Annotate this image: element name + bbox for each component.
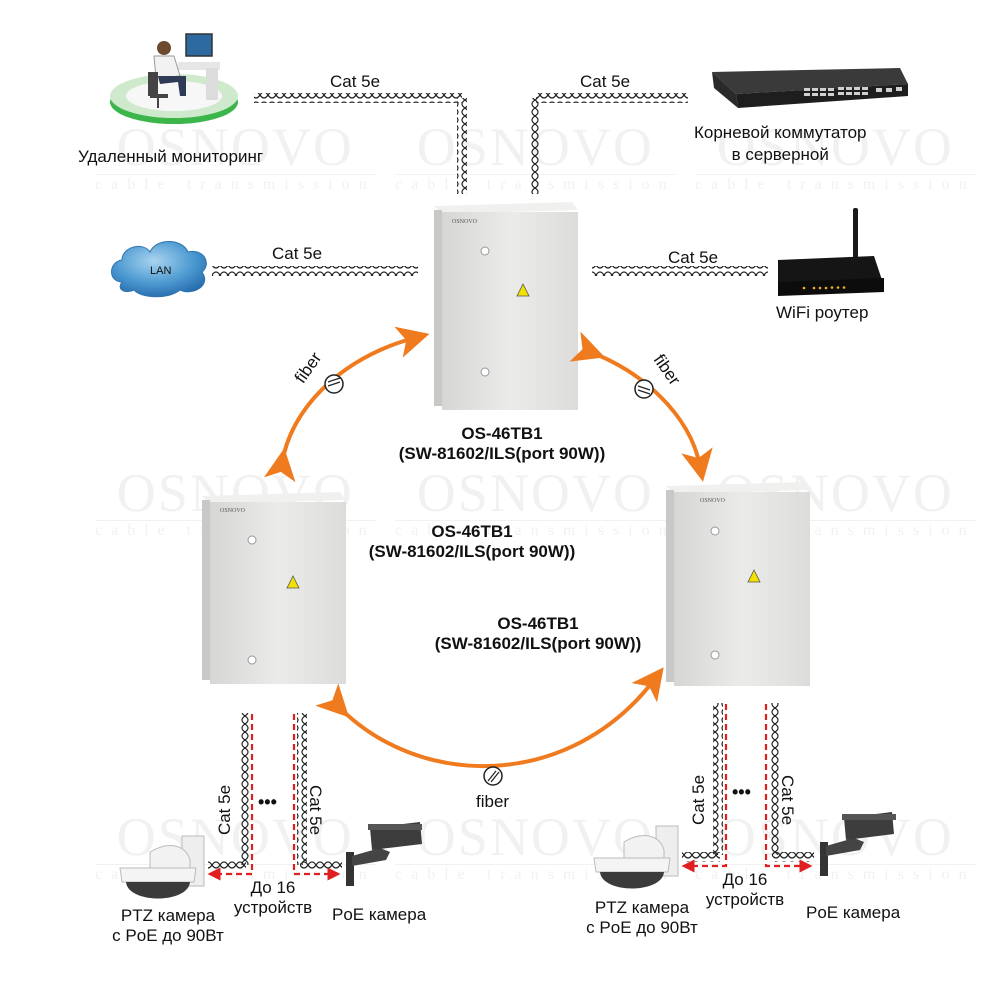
poe-camera-icon bbox=[820, 812, 896, 876]
cat5e-cable bbox=[297, 713, 307, 865]
ptz-camera-line2: с PoE до 90Вт bbox=[586, 918, 698, 937]
distance-arrow bbox=[292, 714, 341, 881]
ptz-camera-label: PTZ камера с PoE до 90Вт bbox=[582, 898, 702, 938]
poe-camera-label: PoE камера bbox=[806, 903, 901, 922]
cabinet-right bbox=[666, 482, 810, 686]
cabinet-model: OS-46TB1 bbox=[431, 522, 513, 541]
cat5e-label: Cat 5e bbox=[580, 72, 631, 91]
cat5e-cable bbox=[212, 266, 418, 276]
cat5e-cable bbox=[772, 852, 814, 862]
cabinet-main-label: OS-46TB1 (SW-81602/ILS(port 90W)) bbox=[382, 424, 622, 464]
distance-arrow bbox=[207, 714, 254, 881]
device-count-label: До 16 устройств bbox=[228, 878, 318, 918]
more-devices-ellipsis: ••• bbox=[732, 782, 751, 802]
cabinet-left bbox=[202, 492, 346, 684]
cat5e-label: Cat 5e bbox=[689, 774, 709, 826]
fiber-link-bottom bbox=[315, 667, 664, 769]
cabinet-brand: OSNOVO bbox=[452, 219, 478, 225]
device-count-line1: До 16 bbox=[722, 870, 768, 889]
cat5e-label: Cat 5e bbox=[778, 774, 798, 826]
ptz-camera-icon bbox=[119, 835, 205, 899]
distance-arrow bbox=[681, 704, 728, 873]
fiber-connector-icon bbox=[483, 766, 503, 786]
cabinet-switch: (SW-81602/ILS(port 90W)) bbox=[398, 444, 606, 463]
root-switch-label-line1: Корневой коммутатор bbox=[694, 123, 867, 142]
cabinet-left-label: OS-46TB1 (SW-81602/ILS(port 90W)) bbox=[352, 522, 592, 562]
cat5e-label: Cat 5e bbox=[215, 784, 235, 836]
cat5e-cable bbox=[592, 266, 768, 276]
cat5e-cable bbox=[682, 852, 720, 862]
cat5e-cable bbox=[300, 860, 342, 870]
ptz-camera-label: PTZ камера с PoE до 90Вт bbox=[108, 906, 228, 946]
ptz-camera-line1: PTZ камера bbox=[594, 898, 690, 917]
device-count-line1: До 16 bbox=[250, 878, 296, 897]
remote-monitoring-label: Удаленный мониторинг bbox=[78, 147, 264, 166]
cabinet-brand: OSNOVO bbox=[700, 498, 726, 504]
remote-monitoring-icon bbox=[110, 33, 238, 124]
cabinet-brand: OSNOVO bbox=[220, 508, 246, 514]
poe-camera-label: PoE камера bbox=[332, 905, 427, 924]
ptz-camera-line1: PTZ камера bbox=[120, 906, 216, 925]
device-count-label: До 16 устройств bbox=[700, 870, 790, 910]
cat5e-cable bbox=[769, 703, 779, 855]
wifi-router-label: WiFi роутер bbox=[776, 303, 869, 322]
root-switch-label: Корневой коммутатор в серверной bbox=[694, 122, 867, 166]
ptz-camera-icon bbox=[593, 825, 679, 889]
cabinet-model: OS-46TB1 bbox=[497, 614, 579, 633]
cabinet-model: OS-46TB1 bbox=[461, 424, 543, 443]
poe-camera-icon bbox=[346, 822, 422, 886]
root-switch-icon bbox=[712, 68, 908, 108]
device-count-line2: устройств bbox=[233, 898, 313, 917]
cat5e-label: Cat 5e bbox=[668, 248, 719, 267]
fiber-link-right bbox=[569, 331, 713, 482]
lan-cloud-icon bbox=[111, 241, 207, 298]
fiber-label: fiber bbox=[476, 792, 510, 811]
wifi-router-icon bbox=[778, 208, 884, 296]
cat5e-cable bbox=[239, 713, 249, 865]
distance-arrow bbox=[764, 704, 813, 873]
cat5e-label: Cat 5e bbox=[306, 784, 326, 836]
cabinet-switch: (SW-81602/ILS(port 90W)) bbox=[434, 634, 642, 653]
fiber-connector-icon bbox=[634, 379, 654, 399]
fiber-connector-icon bbox=[324, 374, 344, 394]
cat5e-cable bbox=[536, 93, 688, 103]
cat5e-label: Cat 5e bbox=[330, 72, 381, 91]
cat5e-cable bbox=[531, 98, 541, 194]
cat5e-cable bbox=[208, 860, 246, 870]
cabinet-main bbox=[434, 202, 578, 410]
root-switch-label-line2: в серверной bbox=[731, 145, 829, 164]
cabinet-switch: (SW-81602/ILS(port 90W)) bbox=[368, 542, 576, 561]
fiber-link-left bbox=[263, 326, 430, 483]
cat5e-cable bbox=[457, 98, 467, 194]
cabinet-right-label: OS-46TB1 (SW-81602/ILS(port 90W)) bbox=[418, 614, 658, 654]
cat5e-cable bbox=[254, 93, 462, 103]
lan-label: LAN bbox=[150, 265, 172, 277]
cat5e-label: Cat 5e bbox=[272, 244, 323, 263]
more-devices-ellipsis: ••• bbox=[258, 792, 277, 812]
cat5e-cable bbox=[713, 703, 723, 855]
device-count-line2: устройств bbox=[705, 890, 785, 909]
ptz-camera-line2: с PoE до 90Вт bbox=[112, 926, 224, 945]
